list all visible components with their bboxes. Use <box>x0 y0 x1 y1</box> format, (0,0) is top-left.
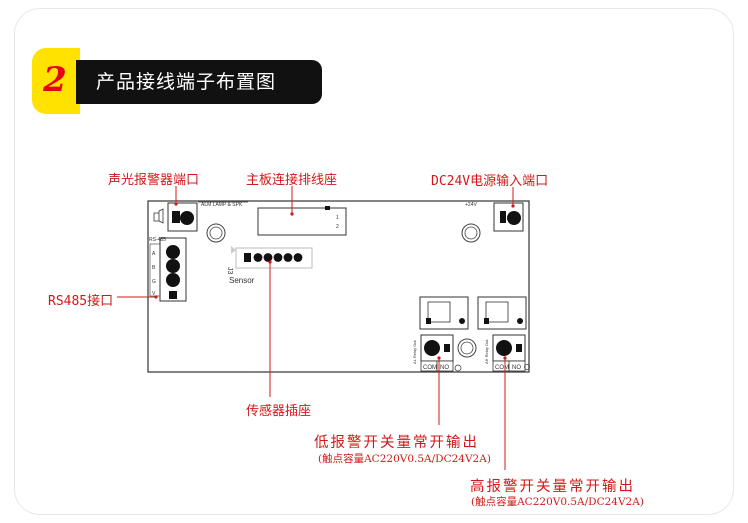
relay-low <box>419 296 469 330</box>
high-no-silk: NO <box>512 365 521 371</box>
power-port-connector <box>493 202 524 232</box>
svg-text:G: G <box>152 279 156 285</box>
svg-text:AL Relay Out: AL Relay Out <box>412 339 417 364</box>
sensor-socket <box>231 246 313 269</box>
label-low-output: 低报警开关量常开输出 <box>314 435 479 451</box>
section-title-bar <box>76 60 322 104</box>
label-high-rating: (触点容量AC220V0.5A/DC24V2A) <box>471 496 644 508</box>
dc24v-silk: +24V <box>465 202 477 208</box>
mounting-hole-right <box>461 223 481 243</box>
relay-high <box>477 296 527 330</box>
low-com-silk: COM <box>423 365 437 371</box>
label-high-output: 高报警开关量常开输出 <box>470 479 635 495</box>
label-alarm-port: 声光报警器端口 <box>108 173 200 188</box>
rs485-terminal <box>149 237 187 302</box>
label-sensor-socket: 传感器插座 <box>246 404 312 419</box>
label-ribbon-socket: 主板连接排线座 <box>246 173 338 188</box>
high-com-silk: COM <box>495 365 509 371</box>
sensor-silk: Sensor <box>229 276 255 285</box>
low-no-silk: NO <box>440 365 449 371</box>
low-output-terminal <box>420 334 462 372</box>
alarm-port-connector <box>153 202 198 232</box>
svg-text:AH Relay Out: AH Relay Out <box>484 339 489 364</box>
section-number: 2 <box>43 60 67 100</box>
section-badge <box>32 48 80 114</box>
svg-text:B: B <box>152 265 156 271</box>
mounting-hole-left <box>206 223 226 243</box>
svg-text:1: 1 <box>336 215 339 221</box>
mounting-hole-mid <box>457 338 477 358</box>
svg-text:V: V <box>152 291 156 297</box>
alm-silk: ALM LAMP & SPK <box>201 202 243 208</box>
j3-silk: J3 <box>226 267 233 275</box>
label-low-rating: (触点容量AC220V0.5A/DC24V2A) <box>318 453 491 465</box>
section-title: 产品接线端子布置图 <box>96 71 277 93</box>
label-power-port: DC24V电源输入端口 <box>431 174 549 189</box>
svg-text:A: A <box>152 251 156 257</box>
leader-lines <box>117 186 514 470</box>
rs485-silk: RS-485 <box>149 237 166 243</box>
page-frame <box>14 8 734 515</box>
svg-text:2: 2 <box>336 224 339 230</box>
ribbon-socket: 1 2 <box>257 206 347 236</box>
label-rs485: RS485接口 <box>48 294 114 309</box>
high-output-terminal <box>492 334 530 372</box>
